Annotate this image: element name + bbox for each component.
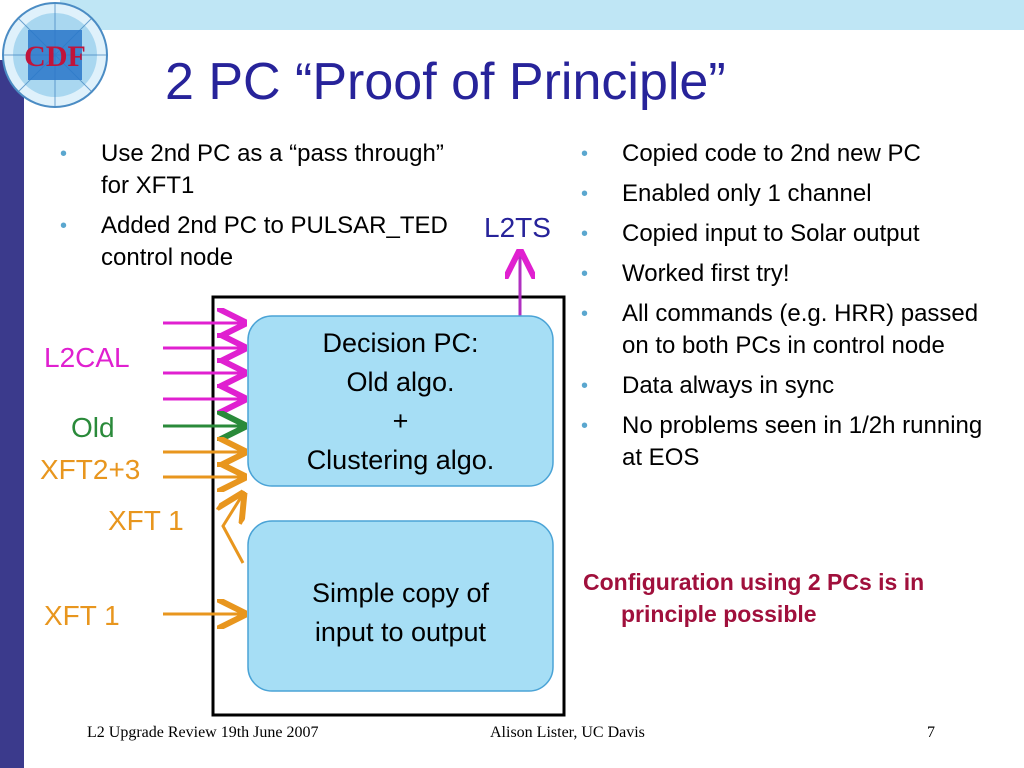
svg-text:CDF: CDF <box>24 40 86 73</box>
copy-pc-text: Simple copy of input to output <box>311 578 490 647</box>
decision-pc-box <box>247 315 554 487</box>
list-item: •Worked first try! <box>581 258 1001 290</box>
l2ts-label: L2TS <box>484 212 551 243</box>
list-item: •No problems seen in 1/2h running at EOS <box>581 412 983 471</box>
footer-center: Alison Lister, UC Davis <box>490 724 645 741</box>
list-item: •Use 2nd PC as a “pass through” for XFT1 <box>60 140 444 199</box>
slide-title: 2 PC “Proof of Principle” <box>165 53 726 111</box>
copy-pc-box <box>247 520 554 692</box>
decision-pc-text: Decision PC: Old algo. + Clustering algo… <box>306 328 495 475</box>
cdf-logo: CDF <box>2 2 108 108</box>
l2cal-label: L2CAL <box>44 342 130 373</box>
list-item: •Copied code to 2nd new PC <box>581 138 1001 170</box>
bullet-icon: • <box>581 143 589 165</box>
top-decor-bar <box>60 0 1024 30</box>
list-item: •All commands (e.g. HRR) passed on to bo… <box>581 300 979 359</box>
conclusion-text: Configuration using 2 PCs is in principl… <box>583 569 925 627</box>
crate-frame <box>211 295 566 717</box>
list-item: •Enabled only 1 channel <box>581 178 1001 210</box>
list-item: •Copied input to Solar output <box>581 218 1001 250</box>
bullet-icon: • <box>581 183 589 205</box>
left-bullet-list: •Use 2nd PC as a “pass through” for XFT1… <box>60 138 460 282</box>
bullet-icon: • <box>60 143 68 165</box>
bullet-icon: • <box>581 415 589 437</box>
bullet-icon: • <box>581 223 589 245</box>
list-item: •Data always in sync <box>581 370 1001 402</box>
old-label: Old <box>71 412 115 443</box>
xft1-passthrough-arrow <box>223 494 243 564</box>
bullet-icon: • <box>581 263 589 285</box>
list-item: •Added 2nd PC to PULSAR_TED control node <box>60 212 448 271</box>
bullet-icon: • <box>60 215 68 237</box>
bullet-icon: • <box>581 303 589 325</box>
xft23-label: XFT2+3 <box>40 454 141 485</box>
footer-left: L2 Upgrade Review 19th June 2007 <box>87 724 319 741</box>
bullet-icon: • <box>581 375 589 397</box>
left-decor-bar <box>0 60 24 768</box>
xft1-lower-label: XFT 1 <box>44 600 120 631</box>
right-bullet-list: •Copied code to 2nd new PC •Enabled only… <box>581 138 1001 482</box>
xft1-upper-label: XFT 1 <box>108 505 184 536</box>
page-number: 7 <box>927 724 935 741</box>
